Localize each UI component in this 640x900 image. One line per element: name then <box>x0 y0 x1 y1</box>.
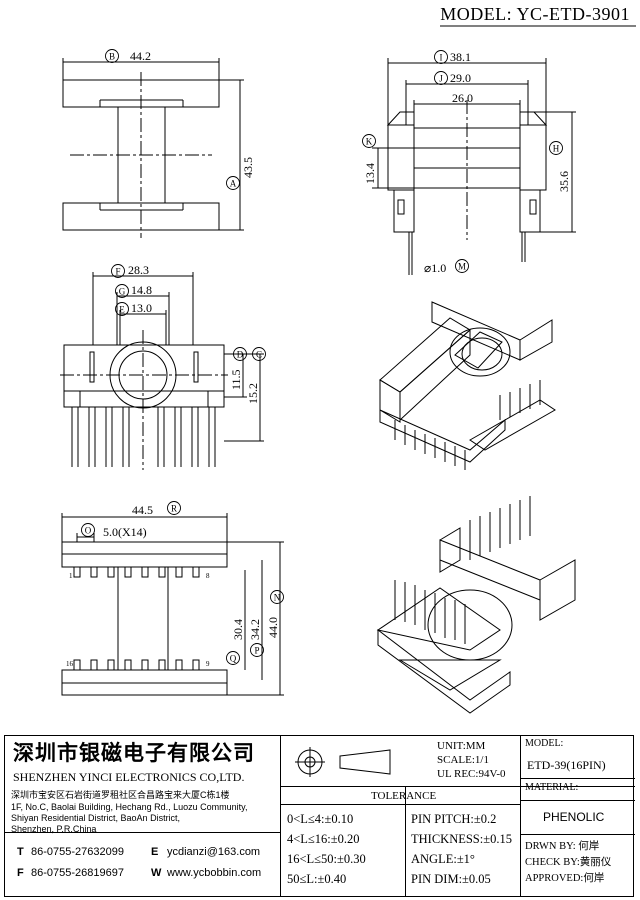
dim-11-5: 11.5 <box>229 369 243 390</box>
dim-34-2: 34.2 <box>248 619 262 640</box>
label-circle-j <box>434 71 448 85</box>
label-circle-o <box>81 523 95 537</box>
technical-drawing: 44.2 43.5 38.1 29.0 26.0 13.4 35.6 ⌀1.0 … <box>60 25 636 714</box>
label-circle-e <box>115 302 129 316</box>
dim-38-1: 38.1 <box>450 50 471 64</box>
dim-13-0: 13.0 <box>131 301 152 315</box>
model-label: MODEL: <box>525 738 564 749</box>
label-p: P <box>254 646 259 656</box>
phone-value: 86-0755-27632099 <box>31 846 124 858</box>
label-i: I <box>440 53 443 63</box>
tolerance-pin-pitch: PIN PITCH:±0.2 <box>411 812 497 826</box>
label-circle-r <box>167 501 181 515</box>
tolerance-angle: ANGLE:±1° <box>411 852 475 866</box>
front-view <box>60 272 264 470</box>
label-k: K <box>366 137 373 147</box>
label-circle-g <box>115 284 129 298</box>
title-block: 深圳市银磁电子有限公司 SHENZHEN YINCI ELECTRONICS C… <box>4 735 635 897</box>
label-b: B <box>109 52 115 62</box>
model-title: MODEL: YC-ETD-3901 <box>440 4 630 24</box>
tolerance-row-4: 50≤L:±0.40 <box>287 872 347 886</box>
label-circle-q <box>226 651 240 665</box>
dim-29-0: 29.0 <box>450 71 471 85</box>
side-view <box>372 58 576 275</box>
fax-label: F <box>17 867 24 879</box>
drawn-by: DRWN BY: 何岸 <box>525 841 600 852</box>
label-circle-i <box>434 50 448 64</box>
bottom-view <box>61 513 284 696</box>
address-en-line3: Shenzhen, P.R.China <box>11 824 97 834</box>
dim-15-2: 15.2 <box>246 383 260 404</box>
scale-label: SCALE:1/1 <box>437 754 489 766</box>
label-m: M <box>458 262 466 272</box>
checked-by: CHECK BY:黄丽仪 <box>525 857 612 868</box>
label-q: Q <box>230 654 237 664</box>
dim-30-4: 30.4 <box>231 619 245 640</box>
model-value: ETD-39(16PIN) <box>527 758 606 772</box>
material-label: MATERIAL: <box>525 782 579 793</box>
pin-number: 16 <box>66 660 74 668</box>
web-label: W <box>151 867 162 879</box>
label-e: E <box>119 305 125 315</box>
label-circle-h <box>549 141 563 155</box>
dim-pitch: 5.0(X14) <box>103 525 147 539</box>
dim-14-8: 14.8 <box>131 283 152 297</box>
dim-pin-diameter: ⌀1.0 <box>424 261 446 275</box>
web-value[interactable]: www.ycbobbin.com <box>167 867 262 879</box>
isometric-view-top <box>379 301 556 470</box>
phone-label: T <box>17 846 24 858</box>
label-circle-c <box>252 347 266 361</box>
fax-value: 86-0755-26819697 <box>31 867 124 879</box>
dim-44-5: 44.5 <box>132 503 153 517</box>
label-d: D <box>237 350 244 360</box>
label-n: N <box>274 593 281 603</box>
dim-43-5: 43.5 <box>241 157 255 178</box>
address-en-line2: Shiyan Residential District, BaoAn Distr… <box>11 813 181 823</box>
tolerance-row-3: 16<L≤50:±0.30 <box>287 852 366 866</box>
email-value[interactable]: ycdianzi@163.com <box>167 846 261 858</box>
address-cn: 深圳市宝安区石岩街道罗租社区合昌路宝来大厦C栋1楼 <box>11 790 230 800</box>
label-a: A <box>230 179 237 189</box>
ul-label: UL REC:94V-0 <box>437 768 506 780</box>
label-r: R <box>171 504 177 514</box>
label-circle-f <box>111 264 125 278</box>
dim-13-4: 13.4 <box>363 163 377 184</box>
projection-symbol <box>295 747 391 777</box>
company-name-cn: 深圳市银磁电子有限公司 <box>13 741 255 765</box>
tolerance-thickness: THICKNESS:±0.15 <box>411 832 512 846</box>
tolerance-row-2: 4<L≤16:±0.20 <box>287 832 360 846</box>
pin-number: 1 <box>69 572 73 580</box>
address-en-line1: 1F, No.C, Baolai Building, Hechang Rd., … <box>11 802 248 812</box>
label-circle-m <box>455 259 469 273</box>
label-g: G <box>119 287 126 297</box>
isometric-view-bottom <box>376 496 576 714</box>
label-c: C <box>256 350 262 360</box>
dim-26-0: 26.0 <box>452 91 473 105</box>
label-circle-b <box>105 49 119 63</box>
label-circle-a <box>226 176 240 190</box>
label-circle-k <box>362 134 376 148</box>
dim-44-2: 44.2 <box>130 49 151 63</box>
pin-number: 9 <box>206 660 210 668</box>
label-circle-n <box>270 590 284 604</box>
pin-number: 8 <box>206 572 210 580</box>
label-f: F <box>115 267 120 277</box>
company-name-en: SHENZHEN YINCI ELECTRONICS CO,LTD. <box>13 770 245 784</box>
top-view <box>62 58 244 238</box>
dim-28-3: 28.3 <box>128 263 149 277</box>
label-j: J <box>439 74 443 84</box>
label-circle-p <box>250 643 264 657</box>
material-value: PHENOLIC <box>543 810 605 824</box>
label-h: H <box>553 144 560 154</box>
tolerance-pin-dim: PIN DIM:±0.05 <box>411 872 491 886</box>
dim-44-0: 44.0 <box>266 617 280 638</box>
approved-by: APPROVED:何岸 <box>525 873 605 884</box>
unit-label: UNIT:MM <box>437 740 486 752</box>
tolerance-title: TOLERANCE <box>371 790 437 802</box>
dim-35-6: 35.6 <box>557 171 571 192</box>
tolerance-row-1: 0<L≤4:±0.10 <box>287 812 354 826</box>
email-label: E <box>151 846 159 858</box>
label-circle-d <box>233 347 247 361</box>
label-o: O <box>85 526 92 536</box>
